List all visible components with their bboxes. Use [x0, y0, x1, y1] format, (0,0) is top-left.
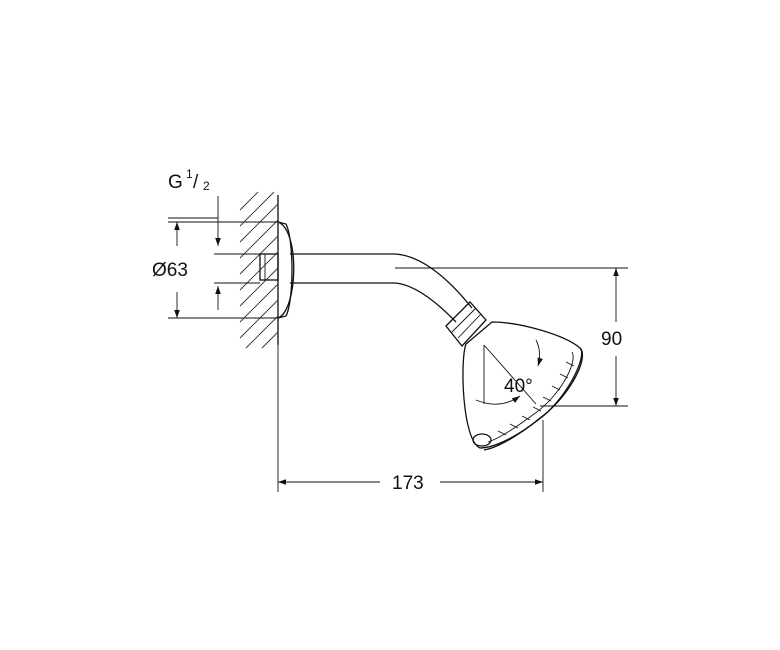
height-label: 90 [601, 329, 622, 350]
thread-label-denominator: 2 [203, 179, 210, 193]
wall-flange [277, 221, 295, 319]
thread-callout [168, 196, 260, 310]
length-label: 173 [392, 473, 424, 494]
length-dimension [277, 345, 544, 492]
angle-label: 40° [504, 376, 533, 397]
diameter-dimension [168, 221, 278, 319]
swivel-nut [445, 301, 487, 347]
thread-label-slash: / [193, 172, 199, 193]
thread-label-numerator: 1 [186, 167, 193, 181]
height-dimension [395, 267, 628, 407]
angle-indicator [475, 339, 543, 405]
diameter-label: Ø63 [152, 260, 188, 281]
thread-label-prefix: G [168, 172, 183, 193]
wall [239, 191, 279, 349]
shower-arm [290, 253, 473, 323]
threaded-inlet [259, 253, 279, 281]
spray-nozzles [497, 361, 575, 436]
shower-head [462, 321, 584, 451]
